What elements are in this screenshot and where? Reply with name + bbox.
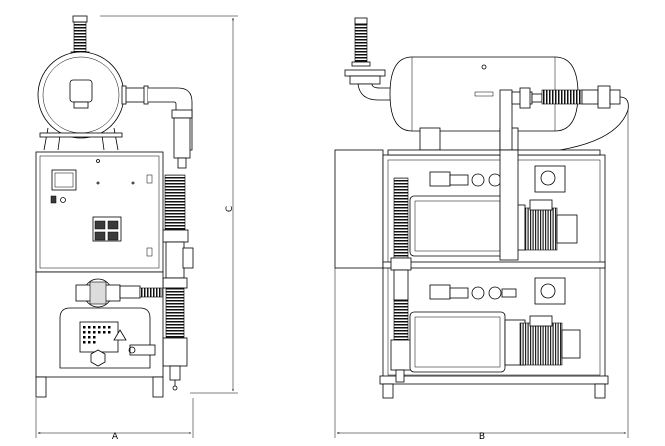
lower-pump-unit: [409, 277, 581, 373]
side-vertical-bellows: [390, 177, 412, 383]
front-piping: [148, 87, 194, 391]
pump-vents: [83, 326, 111, 344]
side-view: [334, 17, 629, 399]
upper-pump-unit: [409, 149, 578, 261]
dimension-lines: [35, 15, 629, 438]
dimension-label-b: B: [479, 432, 485, 442]
front-view: [35, 15, 194, 398]
exhaust-bellows-side: [344, 17, 393, 101]
dimension-label-a: A: [112, 432, 119, 442]
receiver-tank-front: [37, 51, 149, 151]
control-cabinet: [35, 151, 164, 273]
tank-outlet-piping: [499, 85, 629, 151]
dimension-label-c: C: [225, 206, 235, 212]
lower-frame-front: [35, 271, 164, 398]
